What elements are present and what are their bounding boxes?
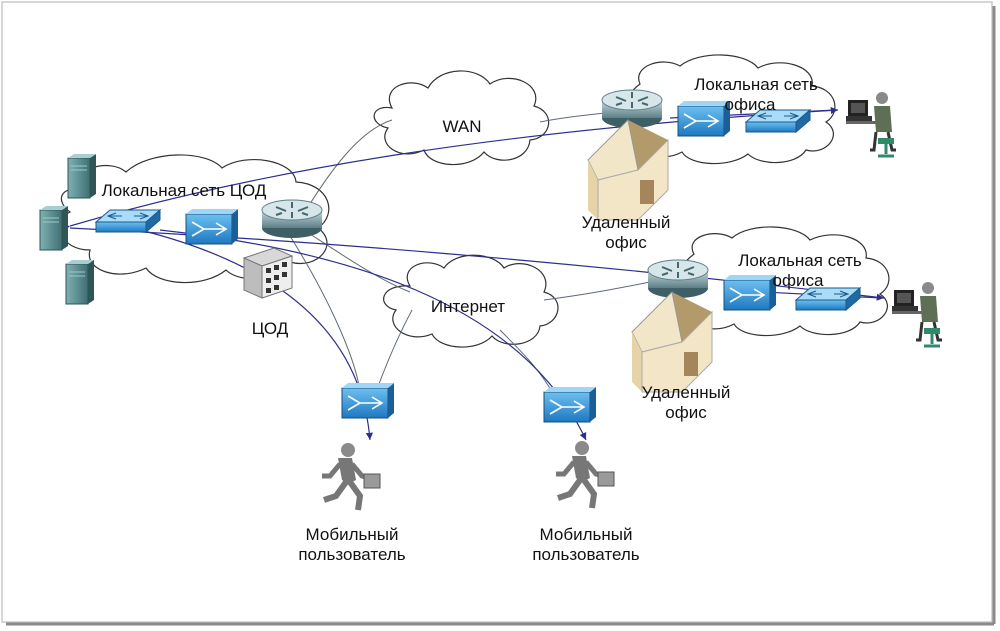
mobile1-label-line1: Мобильный [306,525,399,544]
switch-icon[interactable] [95,209,161,233]
vpn-gateway-icon[interactable] [677,100,731,137]
dc-lan-label: Локальная сеть ЦОД [102,181,267,200]
vpn-gateway-icon[interactable] [543,386,597,423]
remote-office1-label-line1: Удаленный [582,213,671,232]
dc-label: ЦОД [252,319,289,338]
mobile1-label-line2: пользователь [298,545,405,564]
office1-lan-label-line1: Локальная сеть [694,75,818,94]
office1-lan-label-line2: офиса [725,95,776,114]
vpn-gateway-icon[interactable] [723,274,777,311]
server-icon [67,153,97,199]
server-icon [65,259,95,305]
mobile2-label-line2: пользователь [532,545,639,564]
server-icon [39,205,69,251]
mobile2-label-line1: Мобильный [540,525,633,544]
remote-office2-label-line1: Удаленный [642,383,731,402]
wan-label: WAN [442,117,481,136]
vpn-gateway-icon[interactable] [185,208,239,245]
office2-lan-label-line1: Локальная сеть [738,251,862,270]
remote-office2-label-line2: офис [665,403,707,422]
datacenter-building-icon [242,247,294,299]
link-dc-internet [309,233,411,293]
vpn-gateway-icon[interactable] [341,382,395,419]
link-internet-office2 [543,281,651,301]
link-dc-mobile1 [289,235,361,393]
internet-label: Интернет [431,297,505,316]
switch-icon[interactable] [795,287,861,311]
office2-lan-label-line2: офиса [773,271,824,290]
link-internet-mobile2 [499,329,553,393]
internet-cloud [383,254,559,348]
router-icon[interactable] [647,259,709,299]
router-icon[interactable] [261,199,323,239]
remote-office1-label-line2: офис [605,233,647,252]
